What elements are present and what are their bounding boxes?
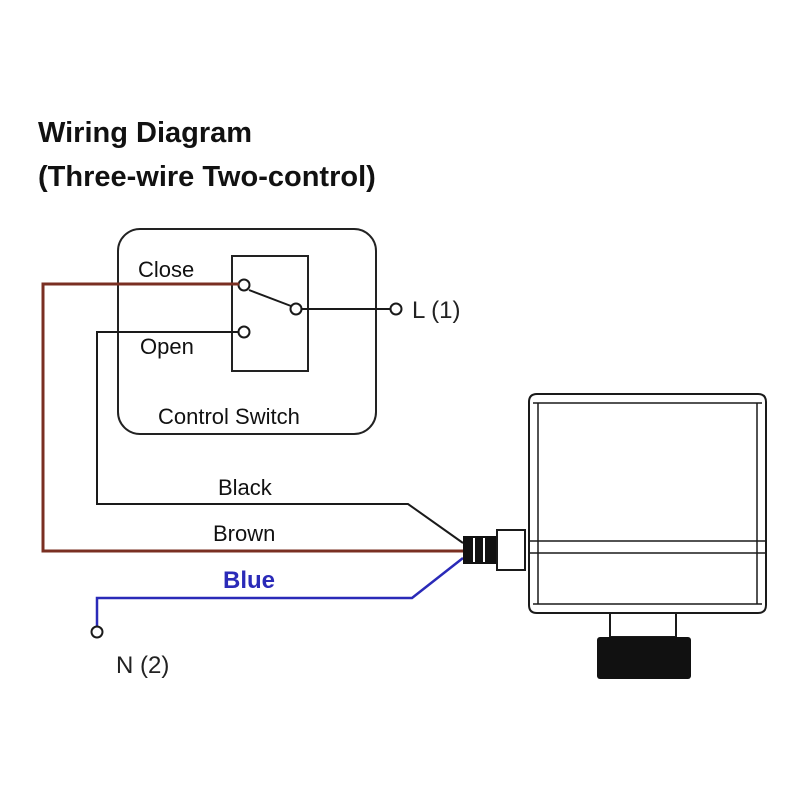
blue-wire-label: Blue [223,567,275,594]
control-switch-label: Control Switch [158,404,300,429]
brown-wire-label: Brown [213,521,275,546]
live-terminal [389,302,403,316]
close-label: Close [138,257,194,282]
black-wire [96,331,464,544]
actuator-body [528,393,767,614]
open-contact [237,325,251,339]
neutral-terminal-label: N (2) [116,652,169,679]
common-contact [289,302,303,316]
wire-connector [463,536,501,564]
cable-gland [496,529,526,571]
actuator [528,393,767,679]
actuator-neck [609,612,677,638]
neutral-terminal [90,625,104,639]
actuator-coupling [597,637,691,679]
black-wire-label: Black [218,475,273,500]
switch-body [231,255,309,372]
diagram-subtitle: (Three-wire Two-control) [38,161,376,193]
close-contact [237,278,251,292]
blue-wire [95,557,464,627]
diagram-title: Wiring Diagram [38,117,252,149]
open-label: Open [140,334,194,359]
brown-wire [41,282,463,553]
live-terminal-label: L (1) [412,297,460,324]
switch-lever [248,289,292,307]
